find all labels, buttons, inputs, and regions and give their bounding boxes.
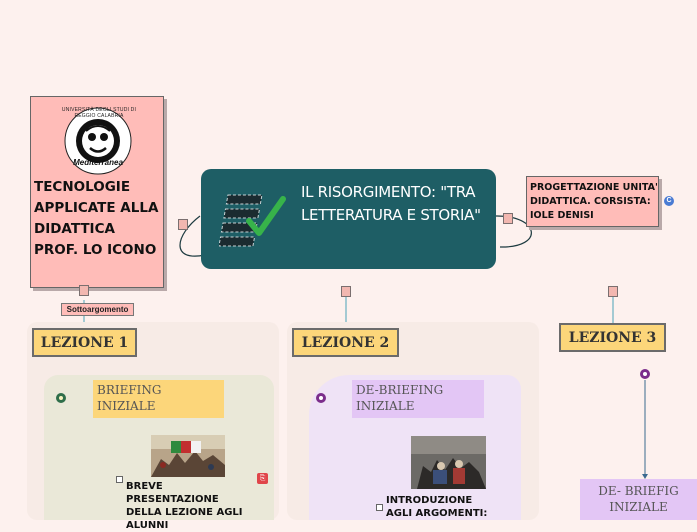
project-card-text: PROGETTAZIONE UNITA' DIDATTICA. CORSISTA… bbox=[530, 182, 658, 221]
subtopic-label[interactable]: Sottoargomento bbox=[61, 303, 134, 316]
lesson-2-title[interactable]: LEZIONE 2 bbox=[292, 328, 399, 357]
lesson-3-branch-label[interactable]: DE- BRIEFIG INIZIALE bbox=[580, 479, 697, 520]
collapse-toggle-left[interactable] bbox=[178, 219, 188, 230]
logo-text-top: UNIVERSITÀ DEGLI STUDI DI REGGIO CALABRI… bbox=[61, 107, 137, 119]
lesson-1-branch-node[interactable] bbox=[56, 393, 66, 403]
project-card[interactable]: PROGETTAZIONE UNITA' DIDATTICA. CORSISTA… bbox=[526, 176, 659, 227]
university-logo bbox=[64, 107, 132, 175]
collapse-toggle-right[interactable] bbox=[503, 213, 513, 224]
logo-text-bottom: Mediterranea bbox=[73, 158, 123, 167]
lesson-2-branch-node[interactable] bbox=[316, 393, 326, 403]
lesson-1-branch-label[interactable]: BRIEFING INIZIALE bbox=[93, 380, 224, 418]
pdf-attachment-icon[interactable]: ⎘ bbox=[257, 473, 268, 484]
university-title: TECNOLOGIE APPLICATE ALLA DIDATTICA PROF… bbox=[34, 179, 159, 258]
central-title: IL RISORGIMENTO: "TRA LETTERATURA E STOR… bbox=[301, 183, 481, 224]
checklist-icon bbox=[219, 194, 286, 247]
lesson-1-title[interactable]: LEZIONE 1 bbox=[32, 328, 137, 357]
lesson-3-title[interactable]: LEZIONE 3 bbox=[559, 323, 666, 352]
central-topic[interactable]: IL RISORGIMENTO: "TRA LETTERATURA E STOR… bbox=[201, 169, 496, 269]
lesson-2-branch-label[interactable]: DE-BRIEFING INIZIALE bbox=[352, 380, 484, 418]
lesson-2-painting bbox=[411, 436, 486, 489]
item-collapse-toggle[interactable] bbox=[116, 476, 123, 483]
lesson-1-painting bbox=[151, 435, 225, 477]
university-card[interactable]: UNIVERSITÀ DEGLI STUDI DI REGGIO CALABRI… bbox=[30, 96, 164, 288]
lesson-1-item-text[interactable]: BREVE PRESENTAZIONE DELLA LEZIONE AGLI A… bbox=[126, 481, 243, 531]
collapse-toggle-lesson-2[interactable] bbox=[341, 286, 351, 297]
lesson-2-item-text[interactable]: INTRODUZIONE AGLI ARGOMENTI: bbox=[386, 495, 488, 519]
lesson-3-branch-node[interactable] bbox=[640, 369, 650, 379]
collapse-toggle-lesson-3[interactable] bbox=[608, 286, 618, 297]
collaborator-badge[interactable]: C bbox=[664, 196, 674, 206]
collapse-toggle-university[interactable] bbox=[79, 285, 89, 296]
item-collapse-toggle-2[interactable] bbox=[376, 504, 383, 511]
